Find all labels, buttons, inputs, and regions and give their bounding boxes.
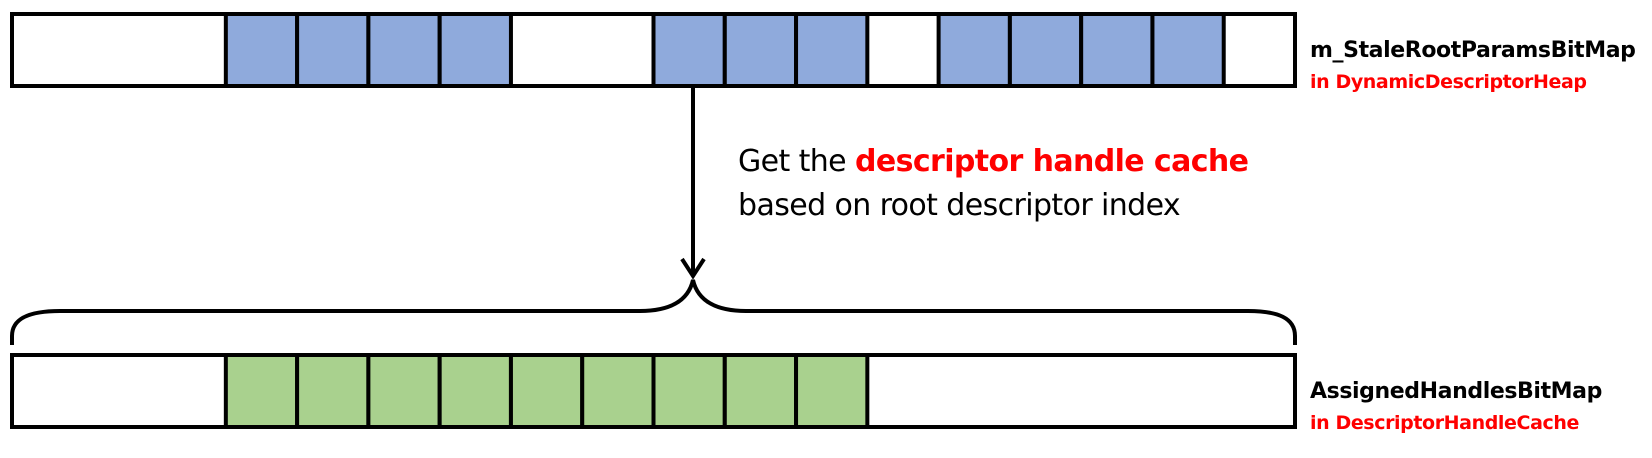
- lookup-arrow-head: [680, 257, 706, 280]
- assigned-bitmap-bit-6: [437, 353, 513, 429]
- stale-bitmap-bit-6: [437, 12, 513, 88]
- assigned-bitmap-bit-11: [794, 353, 870, 429]
- stale-bitmap-bit-4: [295, 12, 371, 88]
- assigned-bitmap-bit-8: [580, 353, 656, 429]
- caption-highlight: descriptor handle cache: [854, 144, 1249, 179]
- stale-bitmap-bit-13: [936, 12, 1012, 88]
- assigned-bitmap-outline: [10, 353, 1297, 429]
- stale-bitmap-bit-9: [651, 12, 727, 88]
- assigned-bitmap-bit-4: [295, 353, 371, 429]
- stale-bitmap-name: m_StaleRootParamsBitMap: [1310, 38, 1636, 63]
- stale-bitmap-bit-16: [1150, 12, 1226, 88]
- lookup-caption: Get the descriptor handle cache based on…: [738, 140, 1249, 228]
- assigned-bitmap-bit-3: [223, 353, 300, 429]
- assigned-bitmap-bit-9: [651, 353, 727, 429]
- stale-bitmap-bit-15: [1079, 12, 1155, 88]
- assigned-bitmap-bit-7: [508, 353, 585, 429]
- stale-bitmap-bit-5: [366, 12, 442, 88]
- caption-prefix: Get the: [738, 144, 855, 179]
- caption-line-1: Get the descriptor handle cache: [738, 140, 1249, 184]
- assigned-handles-bitmap: [10, 353, 1297, 429]
- assigned-bitmap-bit-10: [722, 353, 799, 429]
- stale-bitmap-bit-11: [794, 12, 870, 88]
- assigned-bitmap-owner: in DescriptorHandleCache: [1310, 412, 1579, 434]
- brace: [10, 279, 1297, 345]
- stale-root-params-bitmap: [10, 12, 1297, 88]
- assigned-bitmap-bit-5: [366, 353, 442, 429]
- stale-bitmap-bit-3: [223, 12, 300, 88]
- assigned-bitmap-name: AssignedHandlesBitMap: [1310, 379, 1602, 404]
- stale-bitmap-outline: [10, 12, 1297, 88]
- stale-bitmap-owner: in DynamicDescriptorHeap: [1310, 71, 1587, 93]
- stale-bitmap-bit-14: [1007, 12, 1084, 88]
- caption-line-2: based on root descriptor index: [738, 188, 1181, 223]
- stale-bitmap-bit-10: [722, 12, 799, 88]
